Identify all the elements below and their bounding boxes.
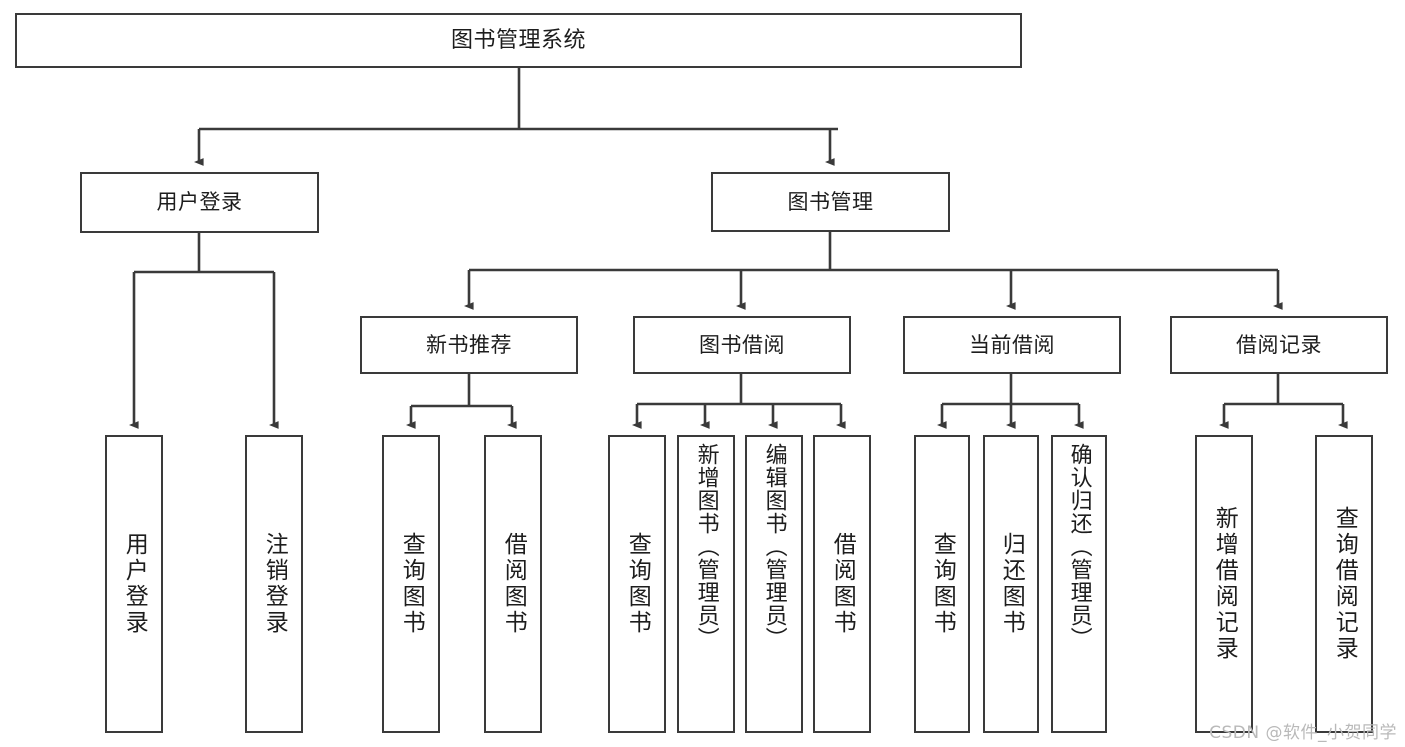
node-label: 借阅记录	[1236, 332, 1322, 357]
node-label: 借阅图书	[500, 532, 527, 636]
node-root-system[interactable]: 图书管理系统	[15, 13, 1022, 68]
node-book-borrow[interactable]: 图书借阅	[633, 316, 851, 374]
node-label: 查询图书	[624, 532, 651, 636]
node-label: 图书管理	[787, 189, 874, 214]
leaf-book-borrow-add[interactable]: 新增图书（管理员）	[677, 435, 735, 733]
node-label: 新书推荐	[426, 332, 512, 357]
node-label: 编辑图书（管理员）	[761, 443, 787, 650]
node-current-borrow[interactable]: 当前借阅	[903, 316, 1121, 374]
node-label: 注销登录	[261, 532, 288, 636]
leaf-user-login-login[interactable]: 用户登录	[105, 435, 163, 733]
node-label: 新增借阅记录	[1211, 506, 1238, 662]
leaf-new-book-query[interactable]: 查询图书	[382, 435, 440, 733]
node-label: 确认归还（管理员）	[1066, 443, 1092, 650]
node-new-book-recommend[interactable]: 新书推荐	[360, 316, 578, 374]
node-user-login[interactable]: 用户登录	[80, 172, 319, 233]
node-label: 当前借阅	[969, 332, 1055, 357]
leaf-user-login-logout[interactable]: 注销登录	[245, 435, 303, 733]
watermark: CSDN @软件_小贺同学	[1209, 723, 1397, 743]
leaf-borrow-record-query[interactable]: 查询借阅记录	[1315, 435, 1373, 733]
node-label: 新增图书（管理员）	[693, 443, 719, 650]
node-label: 用户登录	[156, 190, 243, 215]
leaf-book-borrow-edit[interactable]: 编辑图书（管理员）	[745, 435, 803, 733]
leaf-new-book-borrow[interactable]: 借阅图书	[484, 435, 542, 733]
node-label: 图书管理系统	[450, 27, 586, 53]
node-label: 用户登录	[121, 532, 148, 636]
leaf-current-borrow-return[interactable]: 归还图书	[983, 435, 1039, 733]
leaf-current-borrow-confirm-return[interactable]: 确认归还（管理员）	[1051, 435, 1107, 733]
node-label: 借阅图书	[829, 532, 856, 636]
node-label: 查询借阅记录	[1331, 506, 1358, 662]
node-borrow-record[interactable]: 借阅记录	[1170, 316, 1388, 374]
leaf-borrow-record-add[interactable]: 新增借阅记录	[1195, 435, 1253, 733]
node-label: 归还图书	[998, 532, 1025, 636]
node-label: 查询图书	[929, 532, 956, 636]
node-label: 查询图书	[398, 532, 425, 636]
node-book-management[interactable]: 图书管理	[711, 172, 950, 232]
leaf-current-borrow-query[interactable]: 查询图书	[914, 435, 970, 733]
leaf-book-borrow-borrow[interactable]: 借阅图书	[813, 435, 871, 733]
leaf-book-borrow-query[interactable]: 查询图书	[608, 435, 666, 733]
node-label: 图书借阅	[699, 332, 785, 357]
